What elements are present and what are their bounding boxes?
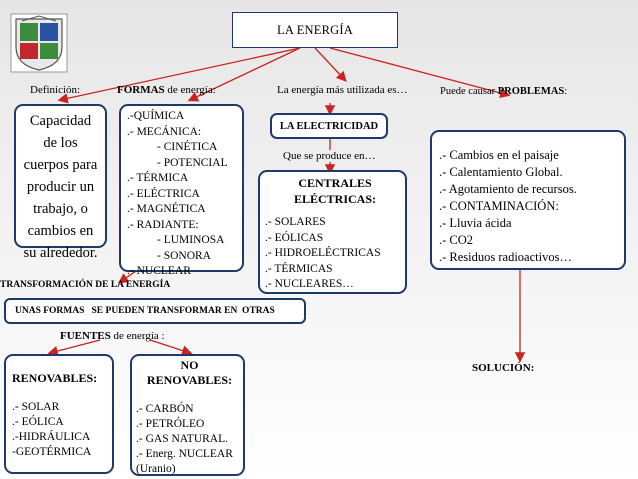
formas-item: .- RADIANTE: (127, 218, 199, 231)
no-renovables-item: .- GAS NATURAL. (136, 433, 228, 445)
renovables-list: .- SOLAR .- EÓLICA .-HIDRÁULICA -GEOTÉRM… (12, 400, 112, 460)
formas-item: .- MAGNÉTICA (127, 203, 206, 215)
electricidad-box: LA ELECTRICIDAD (270, 113, 388, 139)
renovables-item: .- EÓLICA (12, 416, 64, 428)
definicion-line: producir un (26, 179, 95, 195)
no-renovables-item: .- Energ. NUCLEAR (136, 448, 233, 460)
problemas-item: .- CO2 (439, 233, 474, 247)
centrales-title-line: CENTRALES (298, 176, 372, 190)
formas-list: .-QUÍMICA .- MECÁNICA: - CINÉTICA - POTE… (127, 109, 242, 280)
problemas-item: .- Calentamiento Global. (439, 165, 563, 179)
problemas-item: .- Agotamiento de recursos. (439, 182, 577, 196)
formas-item: .- TÉRMICA (127, 172, 189, 184)
arrow-formas (187, 47, 301, 102)
unas-formas-text: UNAS FORMAS SE PUEDEN TRANSFORMAR EN OTR… (15, 306, 275, 316)
formas-item: - CINÉTICA (157, 141, 218, 153)
formas-item: .- NUCLEAR (127, 265, 191, 277)
formas-item: .- ELÉCTRICA (127, 187, 200, 200)
label-mas-utilizada: La energía más utilizada es… (277, 84, 408, 96)
arrow-problemas (329, 47, 511, 99)
no-renovables-item: (Uranio) (136, 463, 176, 475)
school-crest-logo (10, 13, 68, 73)
centrales-item: .- TÉRMICAS (265, 262, 333, 275)
no-renovables-item: .- PETRÓLEO (136, 418, 205, 430)
centrales-item: .- SOLARES (265, 216, 326, 228)
unas-formas-box: UNAS FORMAS SE PUEDEN TRANSFORMAR EN OTR… (4, 298, 306, 324)
problemas-box: .- Cambios en el paisaje .- Calentamient… (430, 130, 626, 270)
centrales-list: .- SOLARES .- EÓLICAS .- HIDROELÉCTRICAS… (265, 215, 405, 293)
arrow-definicion (57, 47, 301, 104)
formas-item: - LUMINOSA (157, 234, 225, 246)
centrales-item: .- NUCLEARES… (265, 278, 354, 290)
label-problemas: Puede causar PROBLEMAS: (440, 86, 568, 97)
problemas-item: .- Cambios en el paisaje (439, 148, 559, 162)
centrales-title: CENTRALES ELÉCTRICAS: (265, 175, 405, 207)
definicion-line: de los (43, 135, 78, 151)
no-renovables-item: .- CARBÓN (136, 403, 194, 415)
centrales-item: .- HIDROELÉCTRICAS (265, 247, 381, 259)
arrow-renovables (47, 339, 101, 357)
main-title: LA ENERGÍA (277, 22, 353, 37)
arrow-no-renovables (149, 339, 193, 356)
main-title-box: LA ENERGÍA (232, 12, 398, 48)
label-transformacion: TRANSFORMACIÓN DE LA ENERGÍA (0, 280, 171, 290)
label-solucion: SOLUCIÓN: (472, 362, 535, 374)
definicion-line: cambios en (27, 223, 94, 239)
electricidad-label: LA ELECTRICIDAD (279, 120, 379, 132)
definicion-line: Capacidad (29, 113, 92, 129)
centrales-item: .- EÓLICAS (265, 231, 324, 244)
definicion-line: trabajo, o (33, 201, 88, 217)
no-renovables-title: NO RENOVABLES: (136, 358, 243, 388)
formas-item: .- MECÁNICA: (127, 125, 202, 138)
label-definicion: Definición: (30, 84, 81, 96)
no-renovables-list: .- CARBÓN .- PETRÓLEO .- GAS NATURAL. .-… (136, 402, 243, 477)
formas-item: .-QUÍMICA (127, 110, 185, 122)
centrales-title-line: ELÉCTRICAS: (293, 192, 377, 206)
definicion-box: Capacidad de los cuerpos para producir u… (14, 104, 107, 261)
renovables-title: RENOVABLES: (12, 371, 98, 385)
label-fuentes: FUENTES de energía : (60, 330, 165, 342)
problemas-list: .- Cambios en el paisaje .- Calentamient… (439, 147, 624, 266)
centrales-box: CENTRALES ELÉCTRICAS: .- SOLARES .- EÓLI… (258, 170, 407, 294)
definicion-line: su alrededor. (23, 245, 98, 261)
formas-item: - POTENCIAL (157, 156, 228, 169)
problemas-item: .- Residuos radioactivos… (439, 250, 572, 264)
definicion-text: Capacidad de los cuerpos para producir u… (16, 110, 105, 264)
label-formas: FORMAS de energía: (117, 84, 216, 96)
formas-box: .-QUÍMICA .- MECÁNICA: - CINÉTICA - POTE… (119, 104, 244, 277)
no-renovables-title-line: NO (180, 358, 199, 372)
renovables-item: -GEOTÉRMICA (12, 446, 92, 458)
label-se-produce: Que se produce en… (283, 150, 376, 162)
problemas-item: .- Lluvia ácida (439, 216, 512, 230)
no-renovables-title-line: RENOVABLES: (146, 373, 233, 387)
renovables-item: .-HIDRÁULICA (12, 431, 91, 443)
renovables-box: RENOVABLES: .- SOLAR .- EÓLICA .-HIDRÁUL… (4, 354, 114, 474)
definicion-line: cuerpos para (23, 157, 98, 173)
no-renovables-box: NO RENOVABLES: .- CARBÓN .- PETRÓLEO .- … (130, 354, 245, 476)
formas-item: - SONORA (157, 249, 211, 262)
arrow-mas-utilizada (314, 47, 347, 82)
renovables-item: .- SOLAR (12, 401, 60, 413)
problemas-item: .- CONTAMINACIÓN: (439, 199, 559, 213)
